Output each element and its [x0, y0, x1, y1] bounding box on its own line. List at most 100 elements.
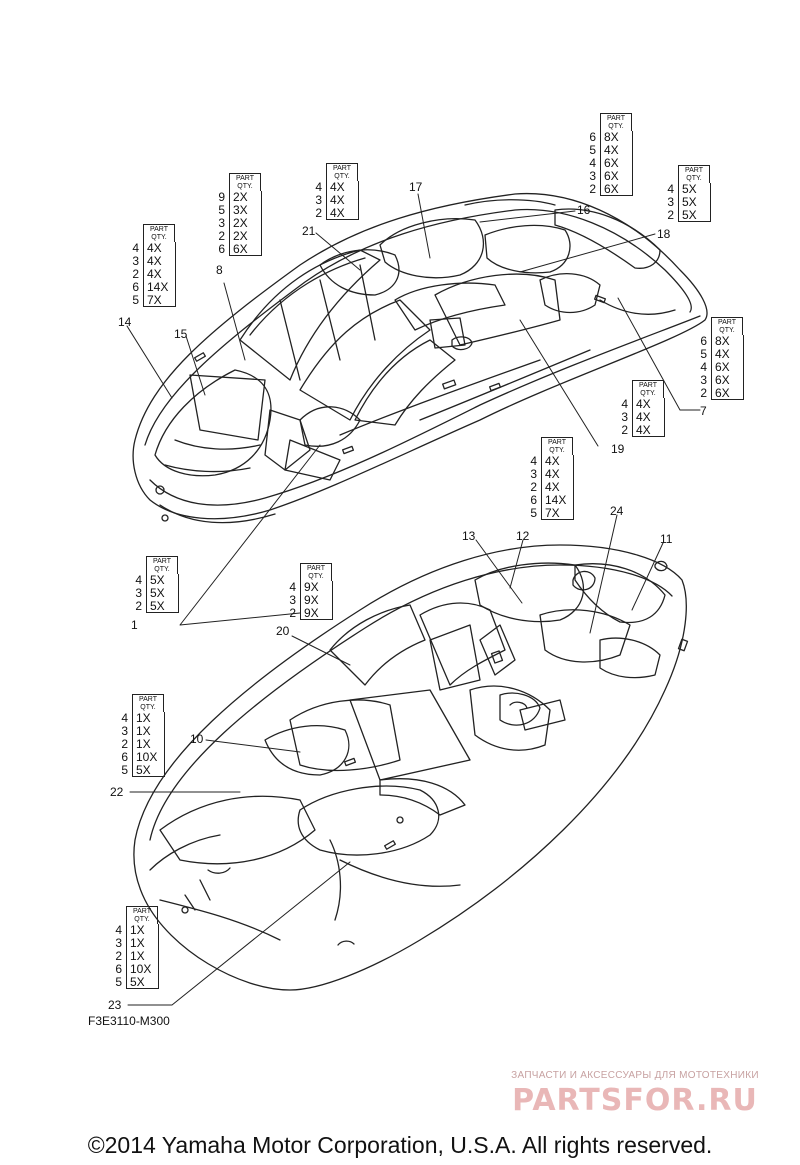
part-number: 2: [621, 423, 628, 437]
callout-7: 7: [700, 404, 707, 418]
quantity: 14X: [541, 494, 574, 507]
part-number: 6: [132, 280, 139, 294]
part-number: 2: [218, 229, 225, 243]
quantity: 4X: [143, 255, 176, 268]
part-number: 3: [121, 724, 128, 738]
quantity: 1X: [132, 725, 165, 738]
part-number: 4: [289, 580, 296, 594]
callout-19: 19: [611, 442, 625, 456]
watermark: ЗАПЧАСТИ И АКСЕССУАРЫ ДЛЯ МОТОТЕХНИКИ PA…: [490, 1070, 780, 1118]
part-number: 4: [121, 711, 128, 725]
quantity: 4X: [600, 144, 633, 157]
part-number: 2: [121, 737, 128, 751]
part-number: 3: [218, 216, 225, 230]
part-number: 3: [589, 169, 596, 183]
part-number: 4: [135, 573, 142, 587]
part-number: 5: [115, 975, 122, 989]
quantity: 6X: [711, 361, 744, 374]
quantity: 6X: [600, 170, 633, 183]
callout-1: 1: [131, 618, 138, 632]
quantity: 14X: [143, 281, 176, 294]
part-number: 4: [589, 156, 596, 170]
quantity: 5X: [126, 976, 159, 989]
quantity: 4X: [326, 207, 359, 220]
part-number: 2: [289, 606, 296, 620]
lower-boat-drawing: [133, 544, 689, 991]
part-number: 2: [589, 182, 596, 196]
quantity: 5X: [678, 196, 711, 209]
leader-lines: [126, 193, 701, 1006]
quantity: 2X: [229, 191, 262, 204]
quantity: 4X: [711, 348, 744, 361]
quantity: 6X: [711, 374, 744, 387]
callout-20: 20: [276, 624, 290, 638]
quantity: 1X: [126, 924, 159, 937]
drawing-code: F3E3110-M300: [88, 1014, 170, 1028]
quantity: 4X: [326, 194, 359, 207]
part-number: 3: [135, 586, 142, 600]
quantity: 8X: [600, 131, 633, 144]
callout-24: 24: [610, 504, 624, 518]
part-number: 3: [530, 467, 537, 481]
part-number: 2: [315, 206, 322, 220]
quantity: 6X: [229, 243, 262, 256]
part-number: 5: [700, 347, 707, 361]
part-number: 5: [530, 506, 537, 520]
callout-13: 13: [462, 529, 476, 543]
part-number: 2: [115, 949, 122, 963]
part-number: 5: [589, 143, 596, 157]
quantity: 5X: [678, 209, 711, 222]
quantity: 6X: [600, 157, 633, 170]
quantity: 5X: [132, 764, 165, 777]
quantity: 4X: [541, 455, 574, 468]
part-number: 5: [121, 763, 128, 777]
callout-23: 23: [108, 998, 122, 1012]
part-number: 2: [667, 208, 674, 222]
part-number: 6: [121, 750, 128, 764]
callout-8: 8: [216, 263, 223, 277]
part-number: 2: [135, 599, 142, 613]
callout-11: 11: [660, 532, 673, 546]
callout-12: 12: [516, 529, 530, 543]
part-number: 4: [667, 182, 674, 196]
part-number: 3: [132, 254, 139, 268]
part-number: 3: [621, 410, 628, 424]
part-number: 4: [115, 923, 122, 937]
quantity: 4X: [143, 242, 176, 255]
callout-14: 14: [118, 315, 132, 329]
part-number: 4: [132, 241, 139, 255]
callout-21: 21: [302, 224, 316, 238]
part-number: 6: [589, 130, 596, 144]
callout-22: 22: [110, 785, 124, 799]
quantity: 6X: [711, 387, 744, 400]
quantity: 4X: [541, 468, 574, 481]
callout-15: 15: [174, 327, 188, 341]
quantity: 7X: [541, 507, 574, 520]
quantity: 10X: [132, 751, 165, 764]
part-number: 4: [621, 397, 628, 411]
part-number: 3: [115, 936, 122, 950]
part-number: 3: [315, 193, 322, 207]
quantity: 5X: [678, 183, 711, 196]
part-number: 3: [700, 373, 707, 387]
watermark-logo: PARTSFOR.RU: [512, 1083, 758, 1118]
quantity: 9X: [300, 594, 333, 607]
part-number: 6: [115, 962, 122, 976]
quantity: 4X: [143, 268, 176, 281]
